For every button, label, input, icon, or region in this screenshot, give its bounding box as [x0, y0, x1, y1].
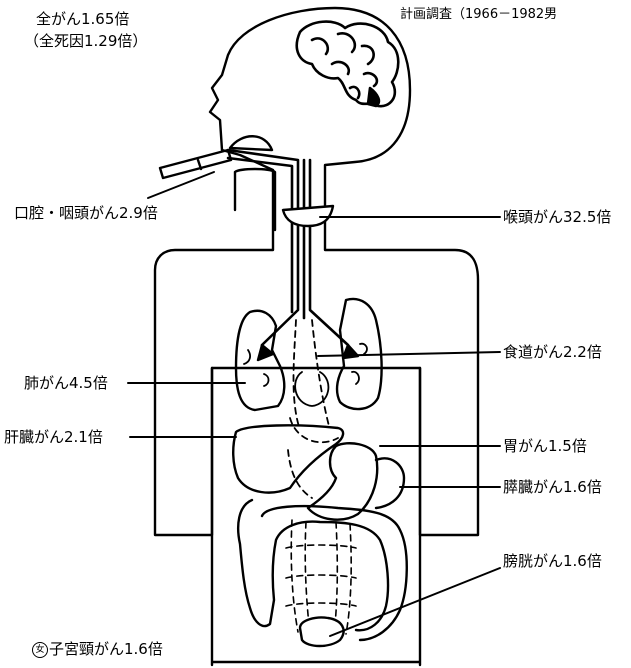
female-mark-icon: 女 — [32, 642, 48, 658]
label-stomach: 胃がん1.5倍 — [503, 437, 587, 455]
label-larynx: 喉頭がん32.5倍 — [503, 208, 611, 226]
label-bladder: 膀胱がん1.6倍 — [503, 552, 602, 570]
label-liver: 肝臓がん2.1倍 — [4, 428, 103, 446]
label-lung: 肺がん4.5倍 — [24, 374, 108, 392]
label-pancreas: 膵臓がん1.6倍 — [503, 478, 602, 496]
cigarette-icon — [160, 150, 231, 178]
label-cervix-row: 女子宮頸がん1.6倍 — [32, 640, 163, 658]
large-intestine — [238, 500, 388, 630]
esophagus-bulge — [295, 372, 328, 406]
source-note: 計画調査（1966－1982男 — [400, 6, 557, 24]
brain-icon — [297, 22, 398, 107]
summary-all-death: （全死因1.29倍） — [24, 32, 147, 50]
bladder — [300, 617, 344, 646]
liver — [233, 425, 343, 492]
leader-lines — [128, 172, 500, 636]
left-bronchus-arrow — [258, 345, 273, 360]
pharynx — [235, 169, 275, 230]
label-esophagus: 食道がん2.2倍 — [503, 343, 602, 361]
label-cervix: 子宮頸がん1.6倍 — [49, 640, 163, 658]
pancreas — [376, 458, 404, 508]
summary-all-cancer: 全がん1.65倍 — [36, 10, 129, 28]
label-oral-pharynx: 口腔・咽頭がん2.9倍 — [14, 204, 158, 222]
tongue — [230, 136, 272, 150]
